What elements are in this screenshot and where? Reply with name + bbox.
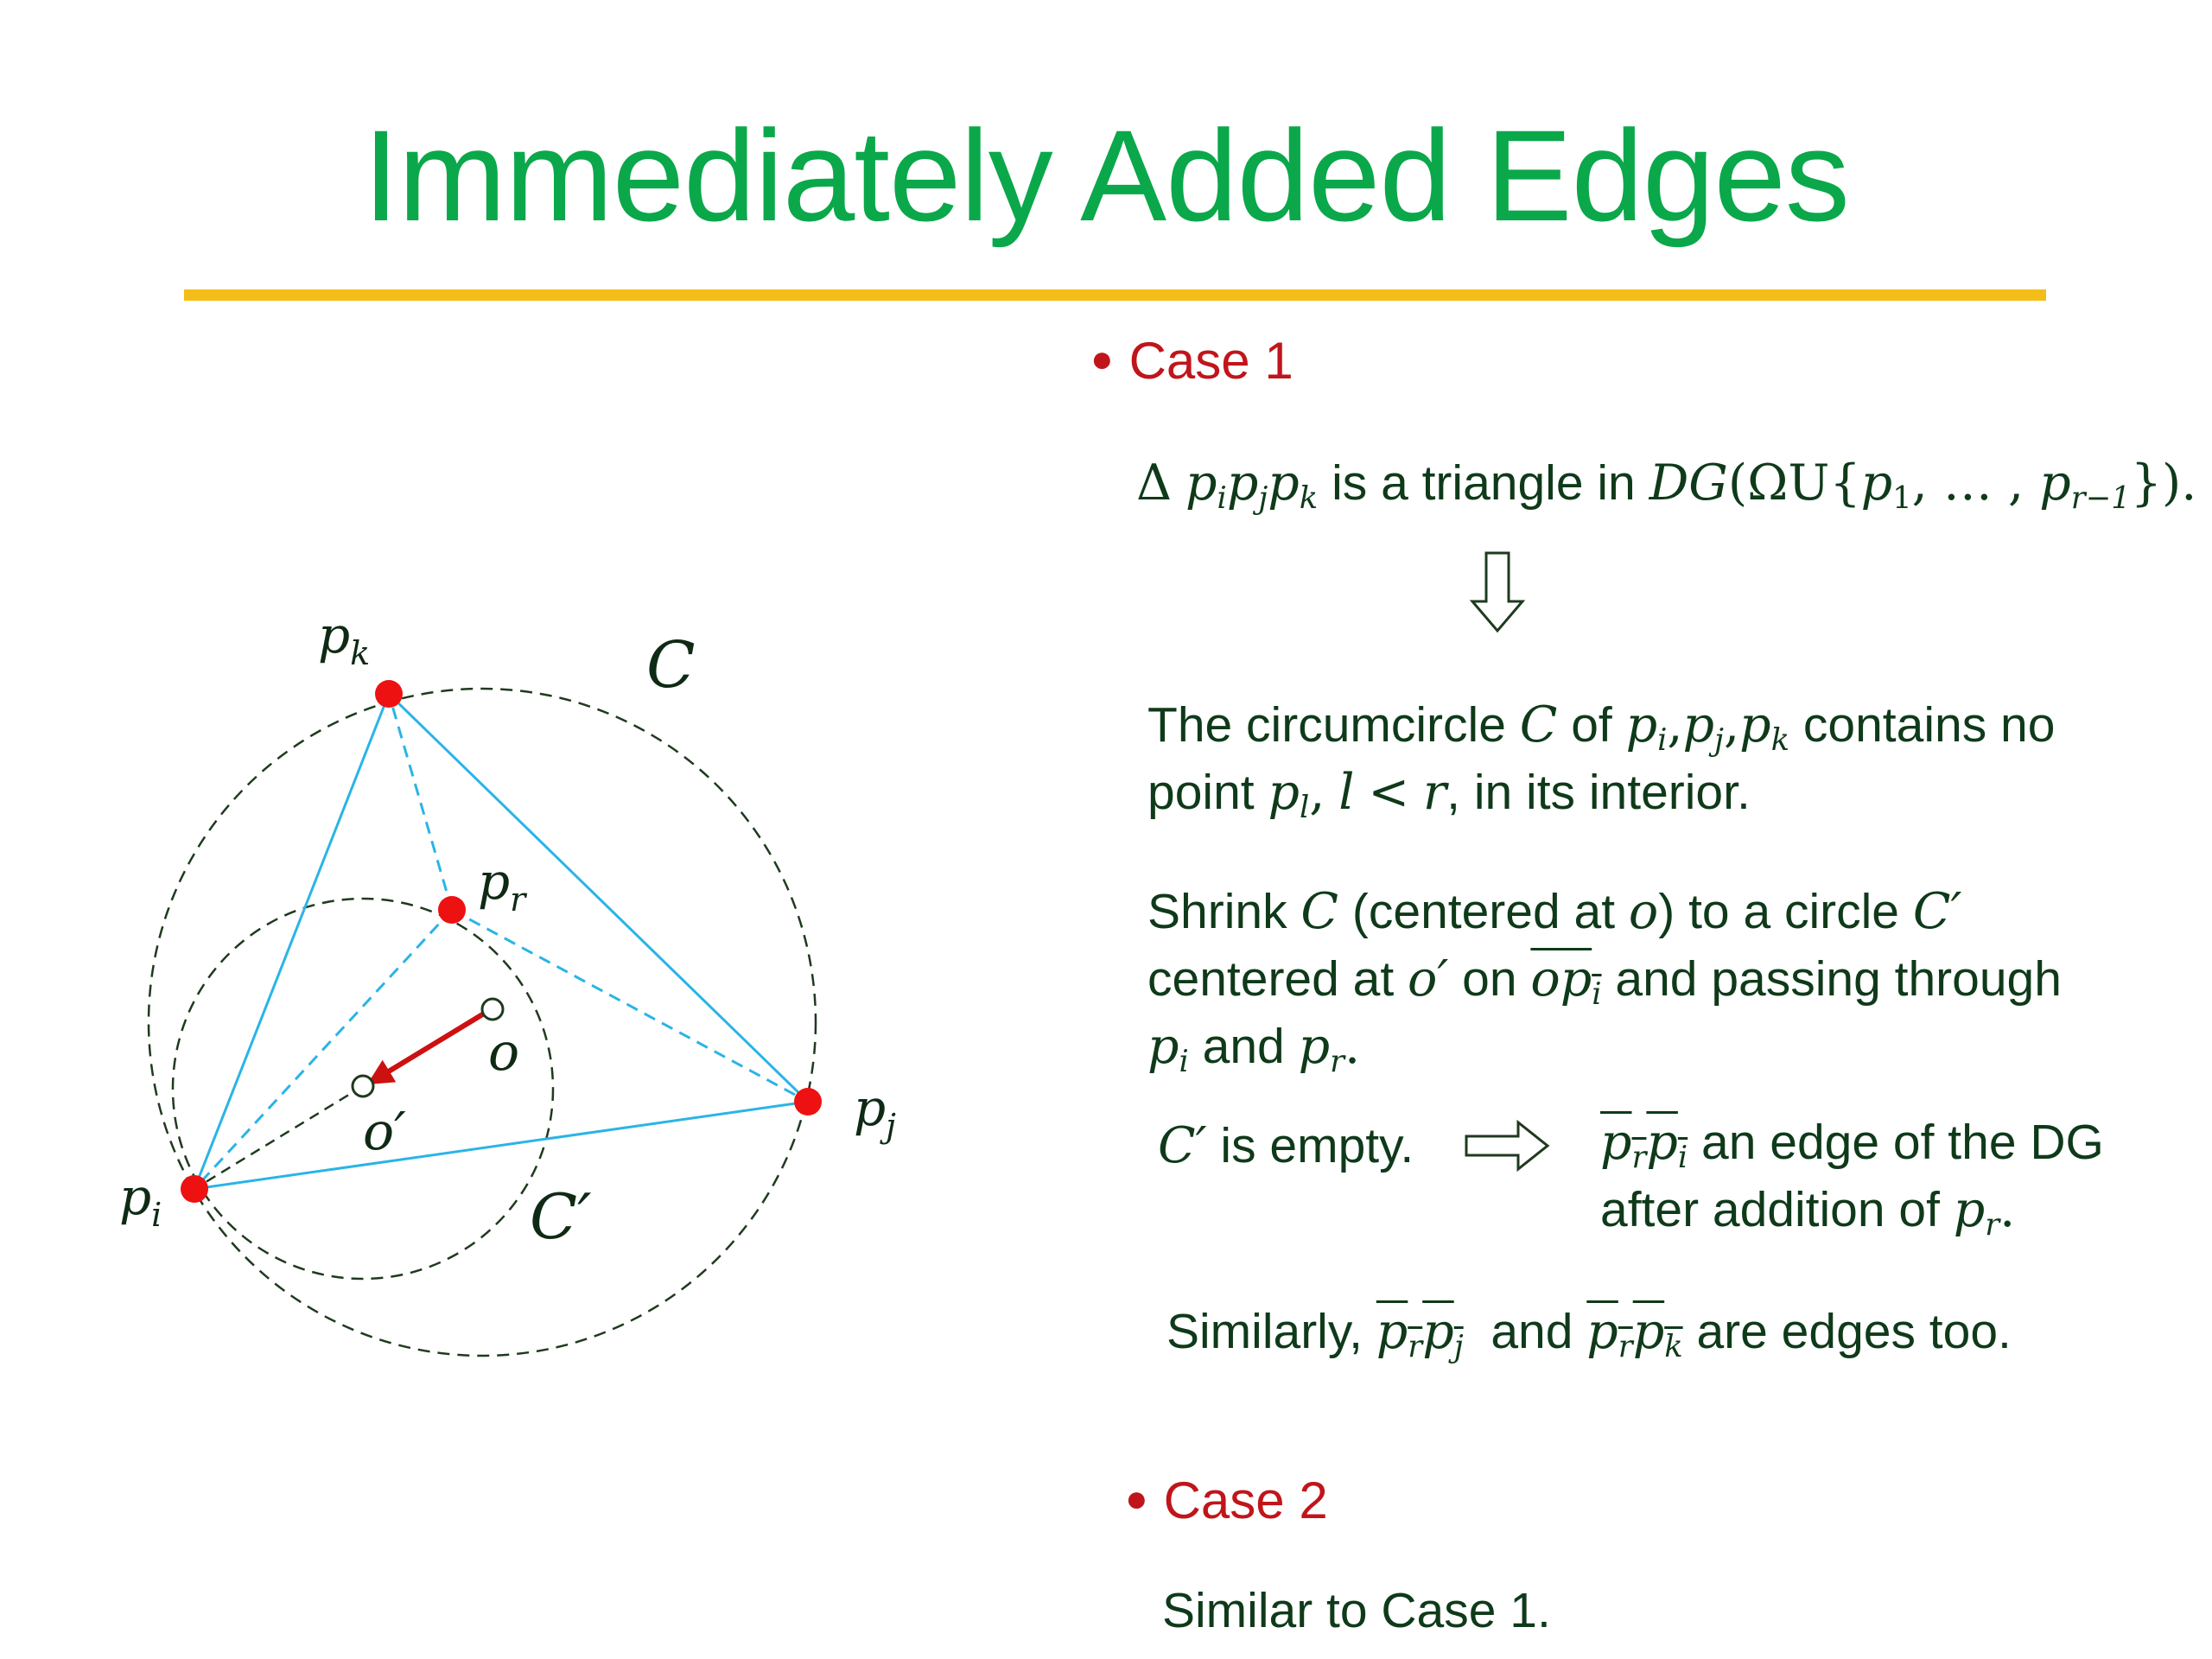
edge-conclusion: prpi an edge of the DG after addition of…: [1600, 1114, 2104, 1243]
center-o: [480, 997, 505, 1021]
implies-right-arrow-icon: [1465, 1119, 1550, 1173]
case1-triangle-line: Δ pipjpk is a triangle in DG(ΩU{p1, … , …: [1136, 454, 2197, 516]
case1-heading: ● Case 1: [1090, 331, 1294, 391]
shrink-arrow: [366, 1008, 490, 1085]
label-C: C: [646, 628, 696, 702]
point-pj: [794, 1088, 822, 1116]
edge-pr-pi: [193, 908, 454, 1191]
label-o: o: [488, 1022, 519, 1083]
point-pi: [181, 1175, 208, 1203]
case2-heading: ● Case 2: [1125, 1471, 1328, 1530]
case1-label: Case 1: [1128, 332, 1294, 390]
label-o-prime: o′: [363, 1102, 406, 1162]
label-pi: pi: [119, 1167, 162, 1234]
edge-pk-pj: [387, 692, 810, 1103]
edge-pr-pj: [451, 908, 809, 1103]
case2-text: Similar to Case 1.: [1162, 1583, 1551, 1638]
edge-pk-pi: [193, 693, 391, 1190]
edge-pi-pj: [194, 1100, 809, 1191]
circumcircle-C: [147, 687, 817, 1357]
center-o-prime: [351, 1074, 375, 1098]
circumcircle-paragraph: The circumcircle C of pi,pj,pk contains …: [1147, 696, 2056, 825]
shrink-paragraph: Shrink C (centered at o) to a circle C′ …: [1147, 883, 2062, 1079]
point-pk: [375, 680, 403, 708]
circle-C-prime: [171, 897, 555, 1281]
implies-down-arrow-icon: [1469, 551, 1526, 633]
similarly-line: Similarly, prpj and prpk are edges too.: [1166, 1303, 2012, 1364]
label-pk: pk: [318, 606, 370, 672]
c-prime-empty: C′ is empty.: [1158, 1117, 1414, 1174]
bullet-icon: ●: [1090, 338, 1114, 380]
point-pr: [438, 896, 466, 924]
label-C-prime: C′: [530, 1180, 591, 1253]
title-underline: [184, 289, 2046, 301]
bullet-icon: ●: [1125, 1478, 1148, 1520]
delaunay-figure: pk C pr o o′ pj pi C′: [119, 606, 896, 1357]
triangle-text: is a triangle in: [1332, 455, 1636, 511]
label-pr: pr: [478, 852, 528, 918]
label-pj: pj: [854, 1078, 896, 1145]
segment-o-prime-pi: [194, 1084, 364, 1191]
slide-title: Immediately Added Edges: [363, 103, 1850, 248]
edge-pr-pk: [387, 693, 454, 911]
case2-label: Case 2: [1163, 1471, 1328, 1529]
